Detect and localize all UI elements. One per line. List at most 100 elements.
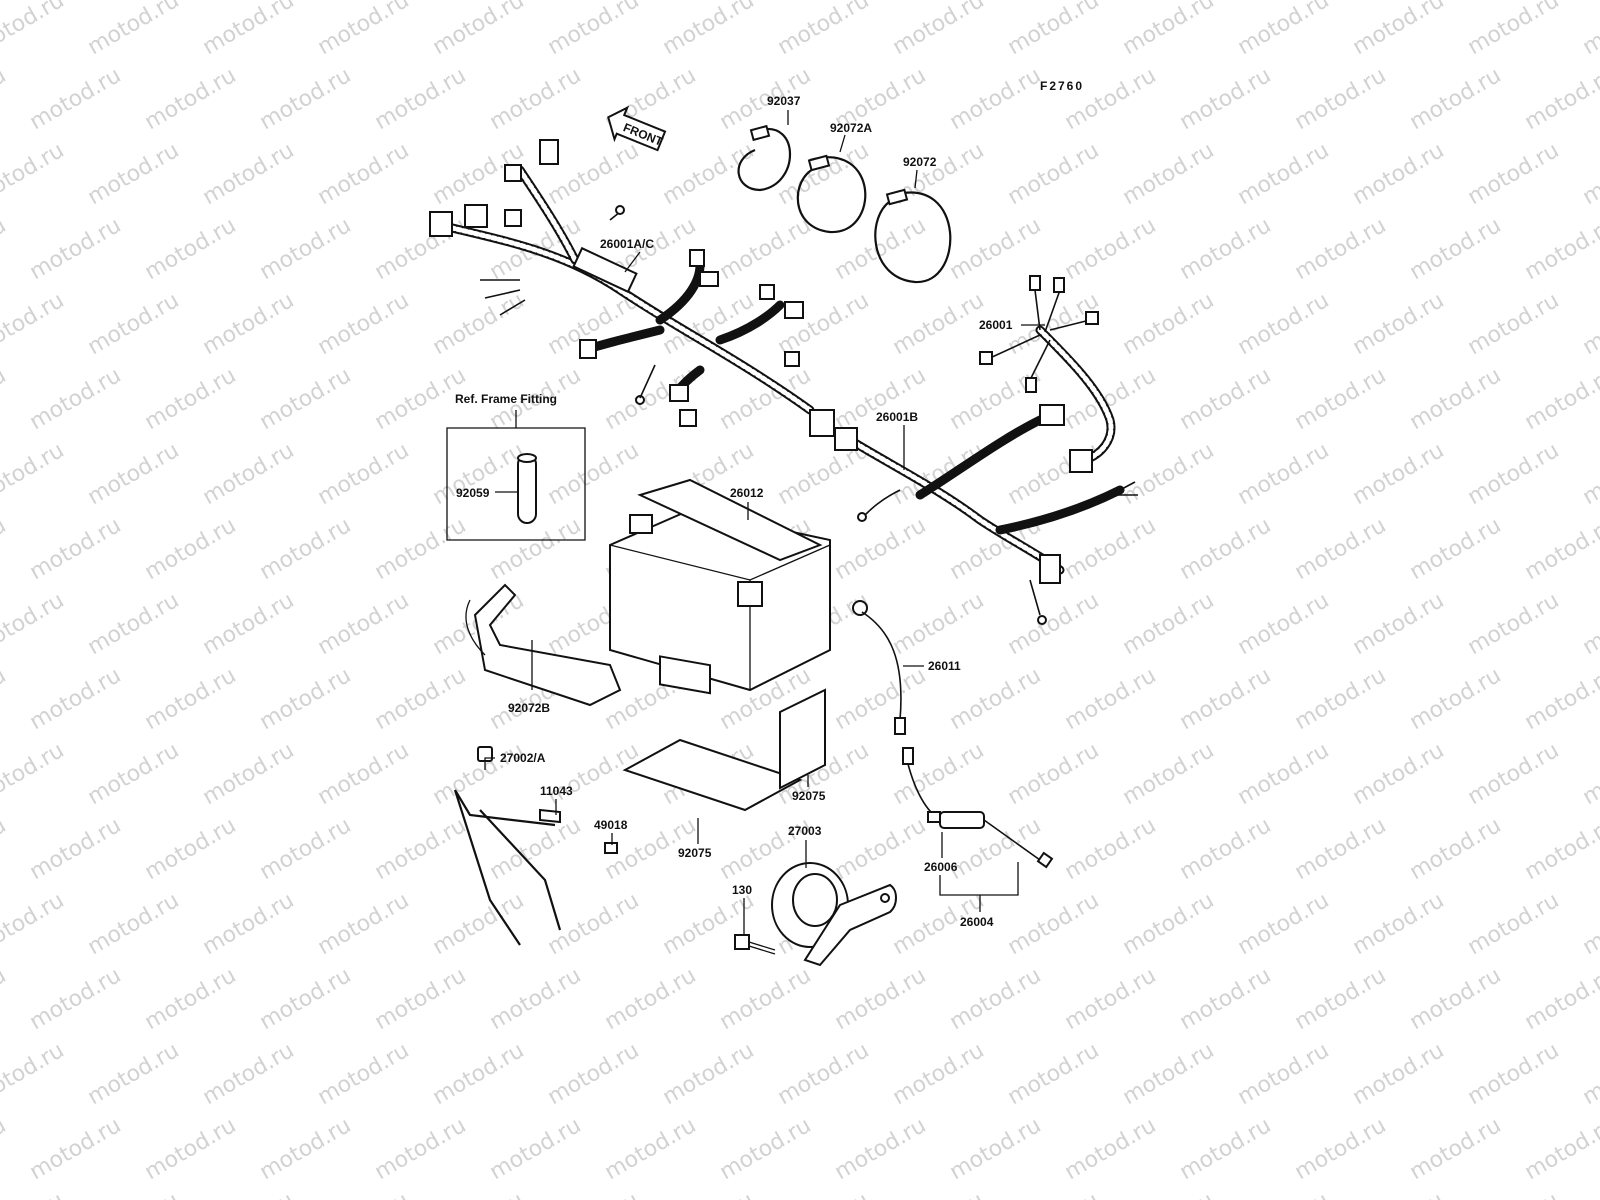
watermark-text: motod.ru [1004, 0, 1104, 60]
watermark-text: motod.ru [84, 738, 184, 810]
watermark-text: motod.ru [0, 888, 68, 960]
label-26012: 26012 [730, 486, 764, 500]
watermark-text: motod.ru [1464, 888, 1564, 960]
watermark-text: motod.ru [1291, 1113, 1391, 1185]
watermark-text: motod.ru [199, 888, 299, 960]
figure-code: F2760 [1040, 79, 1084, 93]
part-labels: 92037 92072A 92072 26001A/C 26001 26001B… [456, 94, 1013, 929]
label-92072A: 92072A [830, 121, 872, 135]
watermark-text: motod.ru [141, 963, 241, 1035]
watermark-text: motod.ru [429, 0, 529, 60]
watermark-text: motod.ru [84, 438, 184, 510]
pad-92075-bottom [622, 738, 803, 812]
clamp-92072 [874, 188, 952, 284]
label-26001: 26001 [979, 318, 1013, 332]
watermark-text: motod.ru [1579, 738, 1600, 810]
watermark-text: motod.ru [371, 1113, 471, 1185]
watermark-text: motod.ru [256, 513, 356, 585]
watermark-text: motod.ru [1579, 888, 1600, 960]
watermark-text: motod.ru [84, 0, 184, 60]
watermark-text: motod.ru [1004, 138, 1104, 210]
watermark-text: motod.ru [314, 438, 414, 510]
watermark-text: motod.ru [1061, 63, 1161, 135]
watermark-text: motod.ru [1061, 513, 1161, 585]
watermark-text: motod.ru [1004, 1188, 1104, 1200]
watermark-text: motod.ru [1176, 963, 1276, 1035]
watermark-text: motod.ru [1061, 213, 1161, 285]
watermark-text: motod.ru [314, 1038, 414, 1110]
watermark-text: motod.ru [1579, 138, 1600, 210]
watermark-text: motod.ru [371, 513, 471, 585]
watermark-text: motod.ru [0, 813, 10, 885]
label-49018: 49018 [594, 818, 628, 832]
watermark-text: motod.ru [0, 963, 10, 1035]
watermark-text: motod.ru [314, 0, 414, 60]
watermark-text: motod.ru [314, 588, 414, 660]
watermark-text: motod.ru [429, 1038, 529, 1110]
watermark-text: motod.ru [429, 888, 529, 960]
watermark-text: motod.ru [1176, 1113, 1276, 1185]
watermark-text: motod.ru [601, 1113, 701, 1185]
watermark-text: motod.ru [601, 963, 701, 1035]
frame-fitting [453, 746, 618, 946]
watermark-text: motod.ru [199, 438, 299, 510]
pin-92059 [517, 453, 537, 524]
watermark-text: motod.ru [1464, 1188, 1564, 1200]
watermark-text: motod.ru [84, 288, 184, 360]
watermark-text: motod.ru [256, 963, 356, 1035]
watermark-text: motod.ru [946, 663, 1046, 735]
watermark-text: motod.ru [716, 213, 816, 285]
watermark-text: motod.ru [371, 213, 471, 285]
battery-26012 [609, 478, 831, 695]
watermark-text: motod.ru [1004, 1038, 1104, 1110]
watermark-text: motod.ru [0, 288, 68, 360]
watermark-text: motod.ru [199, 738, 299, 810]
watermark-text: motod.ru [1406, 63, 1506, 135]
watermark-text: motod.ru [1234, 738, 1334, 810]
ref-box-title: Ref. Frame Fitting [455, 392, 557, 406]
watermark-text: motod.ru [1234, 0, 1334, 60]
watermark-text: motod.ru [0, 438, 68, 510]
watermark-text: motod.ru [831, 513, 931, 585]
watermark-text: motod.ru [0, 138, 68, 210]
watermark-text: motod.ru [1061, 1113, 1161, 1185]
watermark-text: motod.ru [256, 213, 356, 285]
watermark-text: motod.ru [774, 0, 874, 60]
watermark-text: motod.ru [429, 288, 529, 360]
watermark-text: motod.ru [314, 1188, 414, 1200]
label-130: 130 [732, 883, 752, 897]
watermark-text: motod.ru [1119, 738, 1219, 810]
watermark-text: motod.ru [1119, 1038, 1219, 1110]
watermark-text: motod.ru [1521, 513, 1600, 585]
watermark-text: motod.ru [0, 663, 10, 735]
label-92059: 92059 [456, 486, 490, 500]
watermark-text: motod.ru [371, 813, 471, 885]
watermark-text: motod.ru [0, 588, 68, 660]
watermark-text: motod.ru [1464, 588, 1564, 660]
watermark-text: motod.ru [831, 813, 931, 885]
watermark-text: motod.ru [831, 1113, 931, 1185]
watermark-text: motod.ru [256, 363, 356, 435]
clamp-92037 [737, 124, 791, 192]
watermark-text: motod.ru [1406, 213, 1506, 285]
label-26001B: 26001B [876, 410, 918, 424]
watermark-text: motod.ru [1234, 438, 1334, 510]
harness-26001B [834, 275, 1138, 625]
watermark-text: motod.ru [544, 438, 644, 510]
watermark-text: motod.ru [1349, 438, 1449, 510]
watermark-text: motod.ru [774, 1038, 874, 1110]
watermark-text: motod.ru [141, 363, 241, 435]
watermark-text: motod.ru [256, 63, 356, 135]
watermark-text: motod.ru [199, 0, 299, 60]
watermark-text: motod.ru [1234, 888, 1334, 960]
watermark-text: motod.ru [256, 813, 356, 885]
watermark-text: motod.ru [141, 513, 241, 585]
watermark-text: motod.ru [1004, 888, 1104, 960]
label-92037: 92037 [767, 94, 801, 108]
watermark-text: motod.ru [831, 363, 931, 435]
watermark-text: motod.ru [26, 1113, 126, 1185]
watermark-text: motod.ru [1291, 63, 1391, 135]
leader-lines [484, 110, 1045, 935]
watermark-text: motod.ru [486, 513, 586, 585]
